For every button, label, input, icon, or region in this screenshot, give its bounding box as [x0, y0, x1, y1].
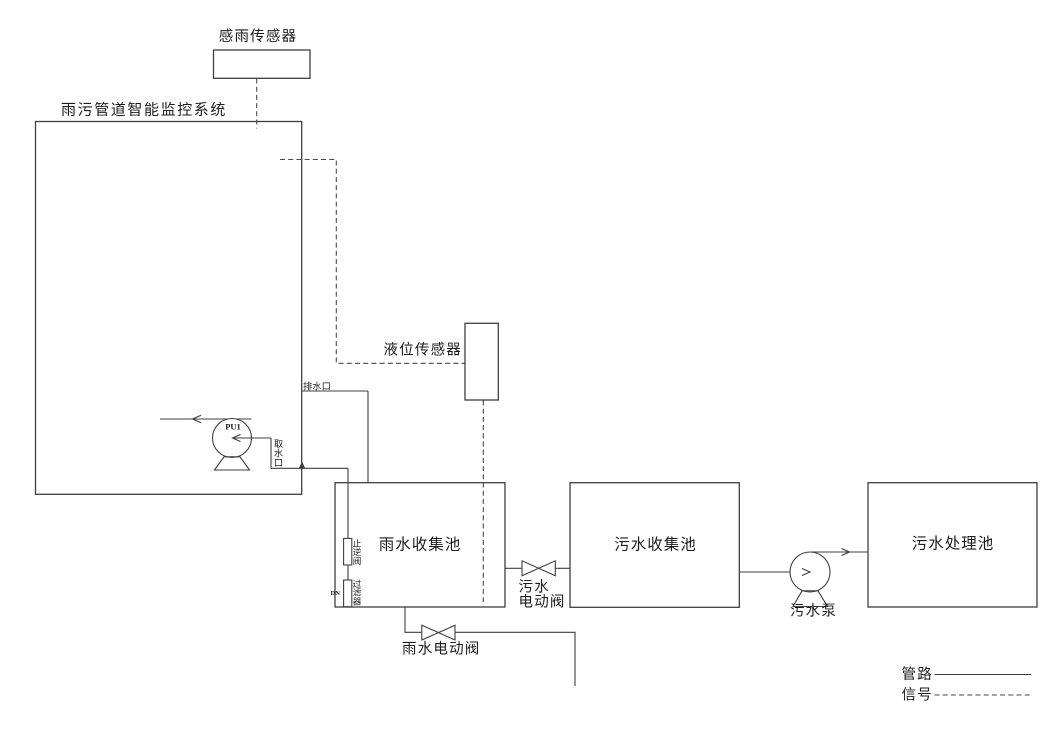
- treatment-pool-label: 污水处理池: [912, 535, 995, 553]
- filter-symbol: [343, 579, 353, 608]
- filter-label: 过滤器: [352, 578, 362, 605]
- legend-pipeline-label: 管路: [902, 666, 933, 683]
- sewage-pump-discharge-arrow: [841, 547, 851, 557]
- system-title: 雨污管道智能监控系统: [61, 101, 227, 119]
- treatment-pool-box: [867, 482, 1038, 608]
- wall-crossing-flow-arrow: [298, 461, 306, 468]
- level-sensor-label: 液位传感器: [384, 342, 463, 359]
- sewage-valve-label-line2: 电动阀: [519, 594, 566, 611]
- rainwater-pool-box: [334, 482, 506, 608]
- rainwater-pool-label: 雨水收集池: [379, 536, 462, 554]
- legend-signal-label: 信号: [902, 687, 933, 704]
- drain-port-label: 排水口: [303, 381, 331, 393]
- check-valve-label: 止逆阀: [352, 538, 362, 566]
- sewage-pool-label: 污水收集池: [614, 536, 697, 554]
- sewage-valve-label-line1: 污水: [519, 579, 550, 596]
- check-valve-symbol: [343, 537, 353, 566]
- pu1-suction-arrow: [231, 433, 241, 443]
- sewage-pool-box: [569, 482, 740, 608]
- signal-line-to-level-sensor: [280, 158, 465, 364]
- rainwater-valve-symbol: [421, 624, 456, 641]
- filter-note: DN: [331, 590, 341, 597]
- rainwater-drain-pipe: [404, 607, 576, 686]
- rain-sensor-box: [212, 49, 311, 79]
- pump-pu1-base: [213, 456, 251, 471]
- rainwater-valve-label: 雨水电动阀: [402, 641, 481, 658]
- monitoring-system-box: [34, 120, 303, 495]
- pu1-discharge-arrow: [191, 414, 202, 424]
- rain-sensor-label: 感雨传感器: [219, 28, 298, 45]
- sewage-valve-symbol: [521, 559, 556, 577]
- sewage-pump-suction-arrow: [801, 567, 812, 577]
- level-sensor-box: [464, 322, 499, 401]
- pump-pu1-tag: PU1: [225, 422, 241, 432]
- sewage-pump-base: [792, 590, 829, 608]
- sewage-pump-label: 污水泵: [790, 603, 837, 620]
- intake-port-label: 取水口: [272, 439, 284, 467]
